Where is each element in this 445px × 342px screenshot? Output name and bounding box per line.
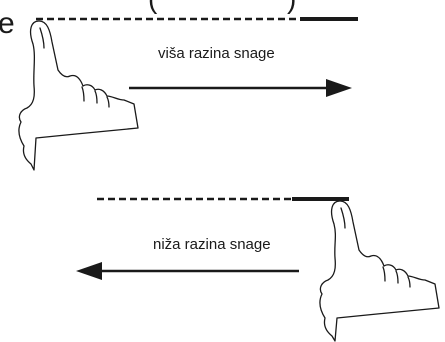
lower-gesture-panel: niža razina snage	[76, 197, 440, 342]
arrow-left-icon	[76, 262, 299, 280]
heading-fragment-paren-right: )	[287, 0, 296, 14]
upper-gesture-panel: viša razina snage	[18, 17, 358, 171]
lower-gesture-label: niža razina snage	[153, 236, 271, 253]
upper-hand-icon	[18, 20, 139, 171]
heading-fragment-paren-left: (	[148, 0, 158, 14]
cropped-heading: e ( )	[0, 0, 296, 40]
lower-hand-icon	[319, 200, 440, 342]
heading-fragment-letter: e	[0, 7, 15, 40]
upper-gesture-label: viša razina snage	[158, 45, 275, 62]
arrow-right-icon	[129, 79, 352, 97]
